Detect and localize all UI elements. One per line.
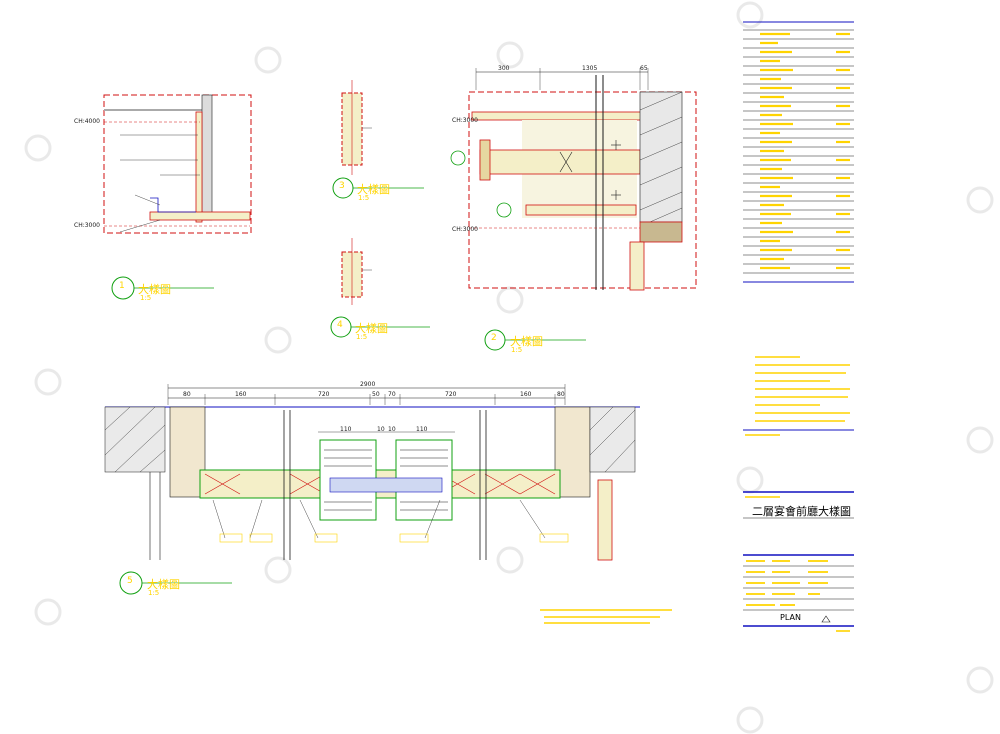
title-block — [743, 21, 854, 632]
detail-2-drawing — [450, 68, 697, 291]
detail-1-title: 大樣圖 — [138, 283, 171, 296]
sheet-title: 二層宴會前廳大樣圖 — [752, 505, 851, 518]
level-2-lower: CH:3000 — [452, 226, 478, 233]
detail-5-title: 大樣圖 — [147, 578, 180, 591]
detail-2-title: 大樣圖 — [510, 335, 543, 348]
detail-4-callout — [330, 316, 430, 338]
dim-5-b: 160 — [235, 391, 247, 398]
detail-4-number: 4 — [337, 320, 343, 330]
plan-label: PLAN — [780, 613, 801, 622]
detail-3-callout — [332, 177, 424, 199]
detail-5-scale: 1:5 — [148, 589, 160, 597]
detail-3-number: 3 — [339, 181, 345, 191]
dim-5-c: 720 — [318, 391, 330, 398]
dim-5-f: 720 — [445, 391, 457, 398]
detail-1-callout — [111, 276, 214, 300]
dim-5-inner-c: 10 — [388, 426, 396, 433]
dim-2-a: 300 — [498, 65, 510, 72]
dim-2-b: 1305 — [582, 65, 598, 72]
detail-5-drawing — [104, 384, 640, 595]
level-1-upper: CH:4000 — [74, 118, 100, 125]
detail-2-scale: 1:5 — [511, 346, 523, 354]
dim-5-d: 50 — [372, 391, 380, 398]
level-1-lower: CH:3000 — [74, 222, 100, 229]
detail-2-callout — [484, 329, 586, 351]
detail-4-scale: 1:5 — [356, 333, 368, 341]
dim-5-g: 160 — [520, 391, 532, 398]
dim-5-a: 80 — [183, 391, 191, 398]
general-notes — [540, 609, 672, 624]
watermark-layer — [24, 1, 994, 734]
dim-5-e: 70 — [388, 391, 396, 398]
detail-2-number: 2 — [491, 333, 497, 343]
detail-1-drawing — [103, 94, 252, 234]
level-2-upper: CH:3000 — [452, 117, 478, 124]
detail-3-drawing — [341, 80, 372, 175]
detail-1-number: 1 — [119, 281, 125, 291]
dim-5-h: 80 — [557, 391, 565, 398]
dim-5-inner-b: 10 — [377, 426, 385, 433]
detail-4-title: 大樣圖 — [355, 322, 388, 335]
dim-5-total: 2900 — [360, 381, 376, 388]
dim-5-inner-d: 110 — [416, 426, 428, 433]
dim-2-c: 65 — [640, 65, 648, 72]
detail-3-title: 大樣圖 — [357, 183, 390, 196]
detail-5-number: 5 — [127, 576, 133, 586]
detail-4-drawing — [341, 238, 372, 305]
dim-5-inner-a: 110 — [340, 426, 352, 433]
detail-1-scale: 1:5 — [140, 294, 152, 302]
detail-3-scale: 1:5 — [358, 194, 370, 202]
